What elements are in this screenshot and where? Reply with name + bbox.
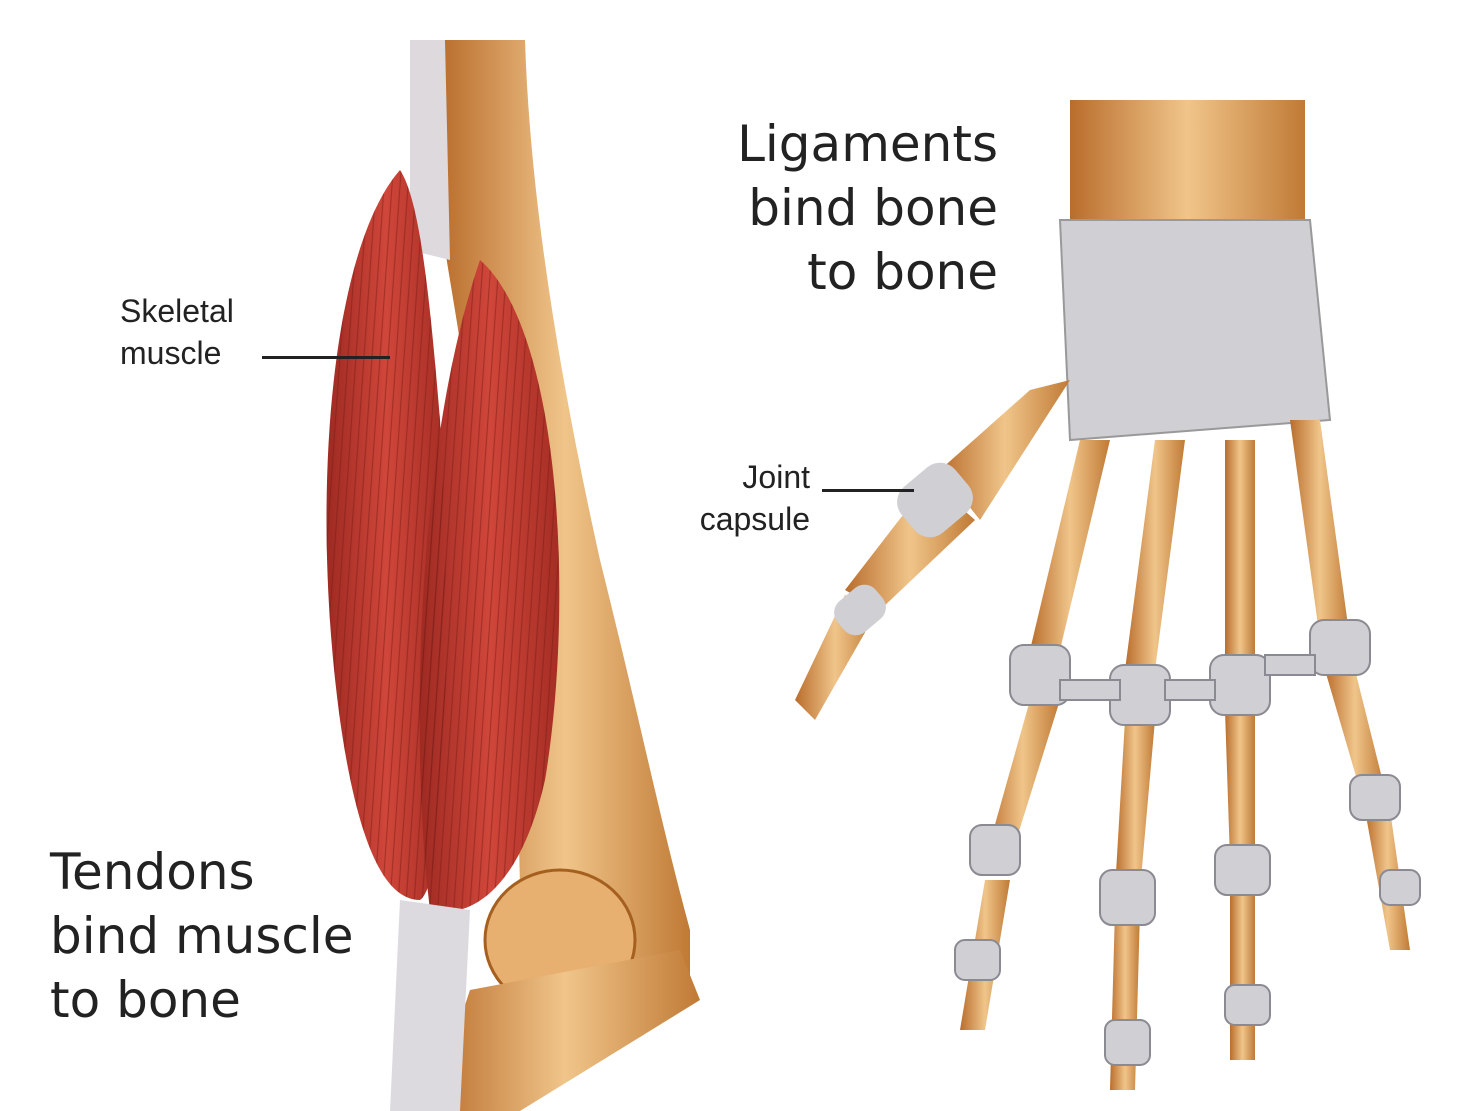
caption-line: to bone	[50, 971, 241, 1029]
caption-line: Ligaments	[737, 115, 998, 173]
caption-line: to bone	[807, 243, 998, 301]
skeletal-muscle-label: Skeletal muscle	[120, 290, 234, 374]
caption-line: Tendons	[50, 843, 255, 901]
radius-ulna	[1070, 100, 1305, 240]
caption-line: bind bone	[748, 179, 998, 237]
joint-capsules	[954, 619, 1421, 1066]
skeletal-muscle-leader-line	[262, 356, 390, 359]
arm-illustration	[326, 40, 700, 1111]
carpal-ligaments	[1058, 219, 1332, 442]
joint-capsule-label: Joint capsule	[670, 456, 810, 540]
forearm-bone	[430, 950, 700, 1111]
label-line: Skeletal	[120, 293, 234, 329]
tendon-top	[410, 40, 450, 260]
caption-line: bind muscle	[50, 907, 354, 965]
label-line: Joint	[742, 459, 810, 495]
ligaments-caption: Ligaments bind bone to bone	[700, 112, 998, 304]
tendon-bottom	[390, 900, 470, 1111]
label-line: muscle	[120, 335, 222, 371]
fingers	[960, 420, 1410, 1090]
tendons-caption: Tendons bind muscle to bone	[50, 840, 354, 1032]
hand-illustration	[795, 100, 1421, 1090]
label-line: capsule	[699, 501, 810, 537]
joint-capsule-leader-line	[822, 489, 914, 492]
